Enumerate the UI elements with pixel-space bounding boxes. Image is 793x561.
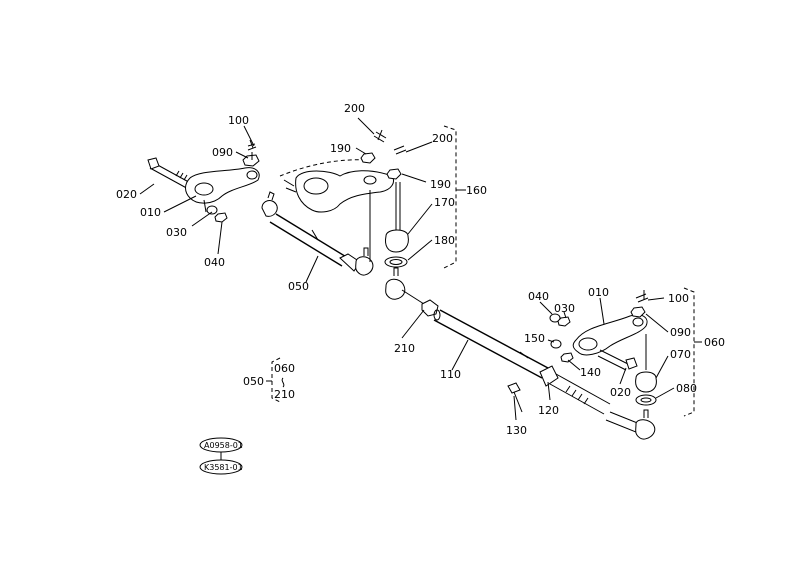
drag-link-050 <box>261 191 374 276</box>
right-knuckle-arm <box>549 290 657 406</box>
callout-170: 170 <box>434 196 455 209</box>
callout-130: 130 <box>506 424 527 437</box>
callout-160: 160 <box>466 184 487 197</box>
callout-070: 070 <box>670 348 691 361</box>
callout-020-left: 020 <box>116 188 137 201</box>
callout-040-right: 040 <box>528 290 549 303</box>
callout-labels: 200 190 200 190 160 170 180 100 090 020 … <box>116 102 725 437</box>
callout-140: 140 <box>580 366 601 379</box>
callout-010-right: 010 <box>588 286 609 299</box>
callout-030-right: 030 <box>554 302 575 315</box>
reference-tags: A0958-01 K3581-01 <box>199 437 243 475</box>
callout-100-right: 100 <box>668 292 689 305</box>
left-knuckle-arm <box>147 139 260 223</box>
callout-090-left: 090 <box>212 146 233 159</box>
callout-100-left: 100 <box>228 114 249 127</box>
callout-180: 180 <box>434 234 455 247</box>
tie-rod-110 <box>385 267 656 440</box>
legend-210: 210 <box>274 388 295 401</box>
center-pivot-arm <box>279 129 409 268</box>
callout-190-left: 190 <box>330 142 351 155</box>
legend-050: 050 <box>243 375 264 388</box>
callout-190-right: 190 <box>430 178 451 191</box>
callout-040-left: 040 <box>204 256 225 269</box>
callout-210: 210 <box>394 342 415 355</box>
callout-010-left: 010 <box>140 206 161 219</box>
assembly-legend: 050 060 210 <box>243 357 295 403</box>
callout-090-right: 090 <box>670 326 691 339</box>
legend-060: 060 <box>274 362 295 375</box>
leader-lines <box>139 117 702 421</box>
callout-150: 150 <box>524 332 545 345</box>
callout-060: 060 <box>704 336 725 349</box>
callout-050: 050 <box>288 280 309 293</box>
callout-120: 120 <box>538 404 559 417</box>
callout-030-left: 030 <box>166 226 187 239</box>
callout-110: 110 <box>440 368 461 381</box>
callout-080: 080 <box>676 382 697 395</box>
reference-tag-1: A0958-01 <box>204 441 243 450</box>
callout-020-right: 020 <box>610 386 631 399</box>
reference-tag-2: K3581-01 <box>204 463 243 472</box>
callout-200-right: 200 <box>432 132 453 145</box>
callout-200-top: 200 <box>344 102 365 115</box>
